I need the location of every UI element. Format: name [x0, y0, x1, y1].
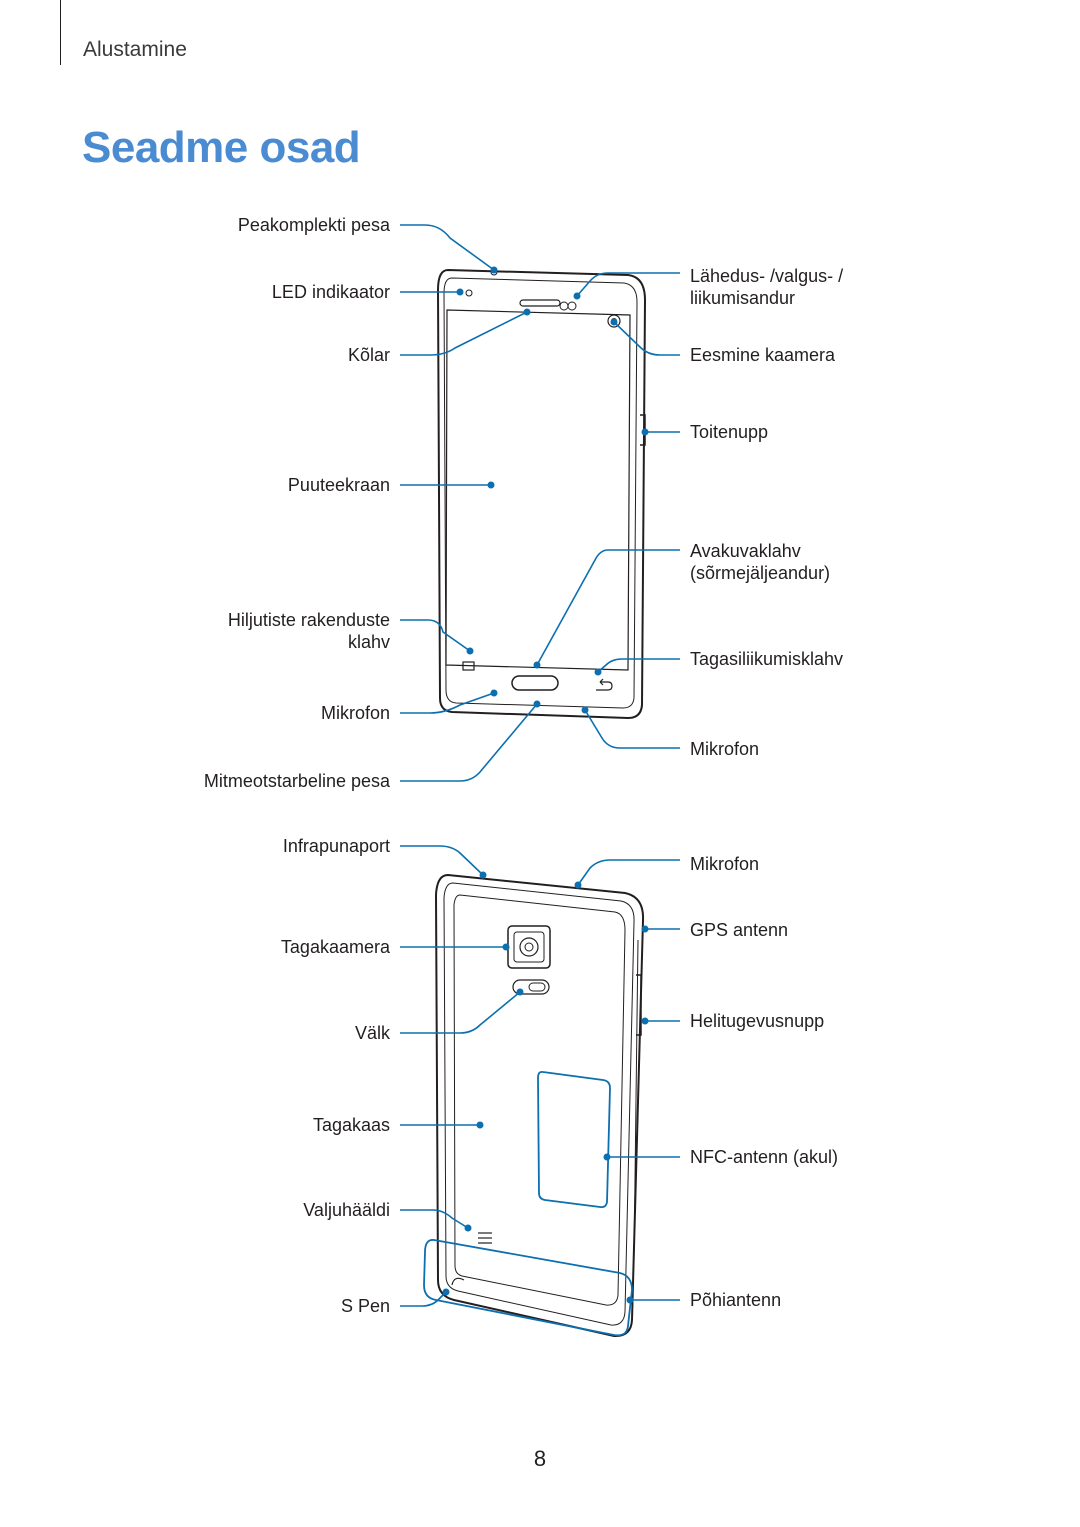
label-power-key: Toitenupp: [690, 422, 769, 442]
section-header: Alustamine: [83, 38, 187, 61]
page-title: Seadme osad: [82, 123, 361, 172]
label-nfc-antenna: NFC-antenn (akul): [690, 1147, 839, 1167]
label-back-cover: Tagakaas: [312, 1115, 390, 1135]
label-main-antenna: Põhiantenn: [690, 1290, 782, 1310]
label-flash: Välk: [354, 1023, 390, 1043]
label-speaker: Kõlar: [347, 345, 390, 365]
label-sensor: Lähedus- /valgus- / liikumisandur: [690, 266, 844, 308]
label-microphone-back: Mikrofon: [690, 854, 760, 874]
label-s-pen: S Pen: [340, 1296, 390, 1316]
front-phone-illustration: [436, 268, 647, 720]
label-gps-antenna: GPS antenn: [690, 920, 789, 940]
label-microphone-front-left: Mikrofon: [320, 703, 390, 723]
callout-dots: [442, 266, 649, 1304]
label-loudspeaker: Valjuhääldi: [303, 1200, 390, 1220]
label-touchscreen: Puuteekraan: [287, 475, 390, 495]
label-microphone-front-right: Mikrofon: [690, 739, 760, 759]
page-number: 8: [533, 1446, 547, 1471]
label-front-camera: Eesmine kaamera: [690, 345, 836, 365]
side-rule: [60, 0, 61, 65]
back-phone-illustration: [434, 873, 645, 1338]
label-multipurpose-jack: Mitmeotstarbeline pesa: [203, 771, 390, 791]
label-led-indicator: LED indikaator: [271, 282, 390, 302]
label-back-key: Tagasiliikumisklahv: [690, 649, 844, 669]
label-headset-jack: Peakomplekti pesa: [237, 215, 390, 235]
nfc-antenna-outline: [537, 1070, 611, 1209]
label-home-key: Avakuvaklahv (sõrmejäljeandur): [690, 541, 831, 583]
label-volume-key: Helitugevusnupp: [690, 1011, 825, 1031]
label-recent-apps-key: Hiljutiste rakenduste klahv: [227, 610, 390, 652]
label-rear-camera: Tagakaamera: [280, 937, 390, 957]
main-antenna-outline: [423, 1239, 633, 1337]
callout-lines: [400, 224, 680, 1307]
label-ir-port: Infrapunaport: [282, 836, 390, 856]
